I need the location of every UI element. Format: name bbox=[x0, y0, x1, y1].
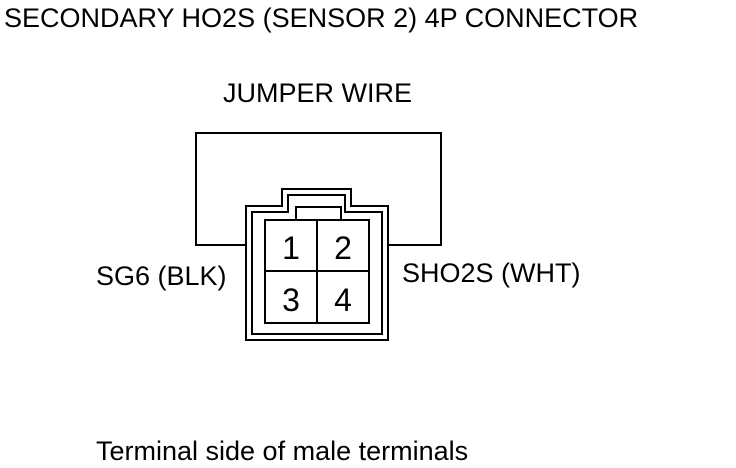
pin-4-label: 4 bbox=[334, 282, 352, 318]
pin-3-label: 3 bbox=[282, 282, 300, 318]
sg6-wire-label: SG6 (BLK) bbox=[96, 261, 227, 291]
connector-housing-inner bbox=[251, 194, 383, 335]
jumper-wire bbox=[195, 132, 442, 246]
jumper-wire-label: JUMPER WIRE bbox=[223, 78, 412, 108]
pin-1-label: 1 bbox=[282, 230, 300, 266]
diagram-title: SECONDARY HO2S (SENSOR 2) 4P CONNECTOR bbox=[4, 3, 639, 33]
pin-2-label: 2 bbox=[334, 230, 352, 266]
terminal-side-caption: Terminal side of male terminals bbox=[96, 436, 469, 466]
locking-tab bbox=[295, 206, 342, 221]
sho2s-wire-label: SHO2S (WHT) bbox=[402, 258, 581, 288]
connector-housing bbox=[245, 188, 389, 341]
